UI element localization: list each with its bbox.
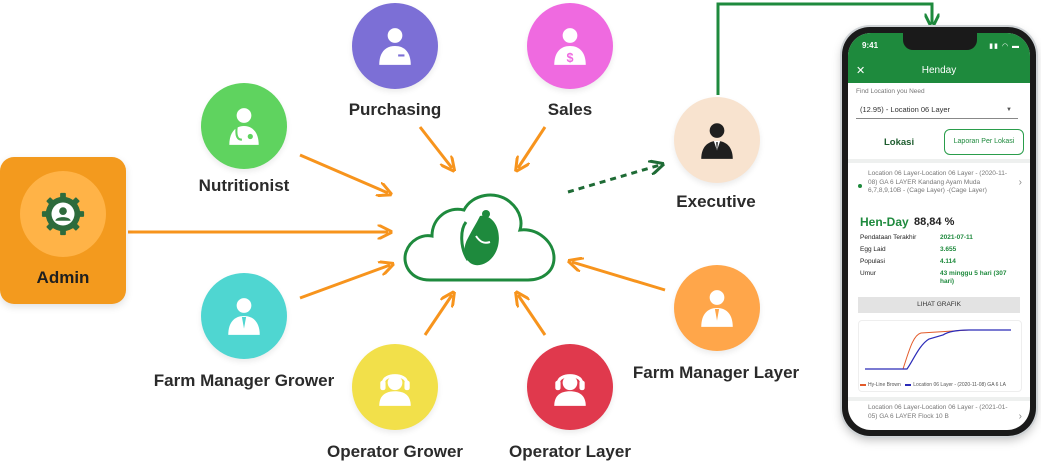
executive-label: Executive [676, 192, 756, 211]
arrow-operator-grower [423, 295, 452, 336]
tab-laporan-per-lokasi[interactable]: Laporan Per Lokasi [944, 129, 1024, 155]
arrow-sales [518, 126, 547, 168]
legend-swatch-1 [860, 383, 866, 386]
stat-value-pendataan: 2021-07-11 [940, 234, 973, 241]
stat-value-umur: 43 minggu 5 hari (307 hari) [940, 270, 1007, 285]
henday-label: Hen-Day [860, 215, 909, 229]
staff-icon [379, 28, 411, 65]
arrow-to-executive [567, 165, 660, 194]
henday-chart [858, 320, 1022, 392]
app-bar: ✕ Henday [848, 59, 1030, 83]
stat-value-populasi: 4.114 [940, 258, 956, 265]
manager-icon [228, 298, 260, 335]
signal-wifi-battery-icon: ▮▮ ◠ ▬ [989, 43, 1020, 50]
admin-label: Admin [36, 268, 90, 287]
sales-circle: $ [527, 3, 613, 89]
doctor-icon [229, 108, 259, 145]
arrow-operator-layer [518, 295, 547, 336]
arrow-purchasing [418, 126, 452, 168]
stat-value-egg-laid: 3.655 [940, 246, 957, 253]
admin-card: Admin [0, 157, 126, 304]
location-card-title-2[interactable]: Location 06 Layer-Location 06 Layer - (2… [868, 404, 1008, 420]
executive-circle [674, 97, 760, 183]
chevron-right-icon[interactable]: › [1018, 177, 1022, 188]
businessman-icon [701, 123, 733, 159]
location-select-value: (12.95) - Location 06 Layer [860, 105, 951, 114]
operator-layer-circle [527, 344, 613, 430]
operator-grower-circle [352, 344, 438, 430]
close-icon[interactable]: ✕ [856, 65, 866, 77]
sales-label: Sales [547, 100, 593, 119]
location-select[interactable]: (12.95) - Location 06 Layer ▼ [856, 101, 1018, 119]
manager-icon [701, 290, 733, 327]
henday-chart-svg [865, 329, 1011, 370]
purchasing-circle [352, 3, 438, 89]
legend-swatch-2 [905, 383, 912, 386]
arrow-nutritionist [299, 153, 388, 193]
stat-label-egg-laid: Egg Laid [860, 246, 886, 253]
lihat-grafik-button[interactable]: LIHAT GRAFIK [858, 297, 1020, 313]
operator-layer-label: Operator Layer [509, 442, 631, 461]
farm-manager-grower-label: Farm Manager Grower [153, 371, 335, 390]
find-location-label: Find Location you Need [856, 88, 925, 95]
phone-screen: 9:41 ▮▮ ◠ ▬ ✕ Henday Find Location you N… [848, 33, 1030, 430]
divider [848, 159, 1030, 163]
phone-mockup: 9:41 ▮▮ ◠ ▬ ✕ Henday Find Location you N… [842, 27, 1036, 436]
nutritionist-label: Nutritionist [198, 176, 290, 195]
arrow-executive-to-phone [716, 2, 932, 95]
cloud-logo [403, 193, 556, 282]
dollar-person-icon: $ [554, 28, 586, 65]
tab-lokasi[interactable]: Lokasi [884, 137, 915, 148]
headset-icon [554, 374, 586, 406]
farm-manager-layer-circle [674, 265, 760, 351]
stat-label-umur: Umur [860, 270, 876, 277]
legend-item-2: Location 06 Layer - (2020-11-08) GA 6 LA [913, 382, 1006, 388]
legend-item-1: Hy-Line Brown [868, 382, 901, 388]
admin-icon-circle [20, 171, 106, 257]
location-card-title[interactable]: Location 06 Layer-Location 06 Layer - (2… [868, 170, 1007, 194]
stat-label-pendataan: Pendataan Terakhir [860, 234, 917, 241]
svg-text:$: $ [566, 51, 573, 65]
headset-icon [379, 374, 411, 406]
series-location-06 [865, 329, 1011, 370]
operator-grower-label: Operator Grower [326, 442, 464, 461]
active-dot-icon [858, 184, 862, 188]
status-time: 9:41 [862, 41, 879, 50]
purchasing-label: Purchasing [348, 100, 442, 119]
divider [848, 397, 1030, 401]
phone-notch [903, 33, 977, 50]
chevron-right-icon[interactable]: › [1018, 411, 1022, 422]
arrow-farm-manager-grower [299, 265, 390, 300]
gear-user-icon [41, 192, 85, 236]
nutritionist-circle [201, 83, 287, 169]
farm-manager-layer-label: Farm Manager Layer [632, 363, 800, 382]
henday-value: 88,84 % [914, 216, 955, 228]
chevron-down-icon: ▼ [1006, 107, 1012, 113]
app-title: Henday [921, 65, 957, 76]
farm-manager-grower-circle [201, 273, 287, 359]
series-hyline-brown [865, 329, 1011, 370]
stat-label-populasi: Populasi [860, 258, 885, 265]
hen-logo-icon [460, 210, 499, 266]
chart-legend: Hy-Line Brown Location 06 Layer - (2020-… [860, 382, 1006, 388]
arrow-farm-manager-layer [572, 262, 666, 292]
